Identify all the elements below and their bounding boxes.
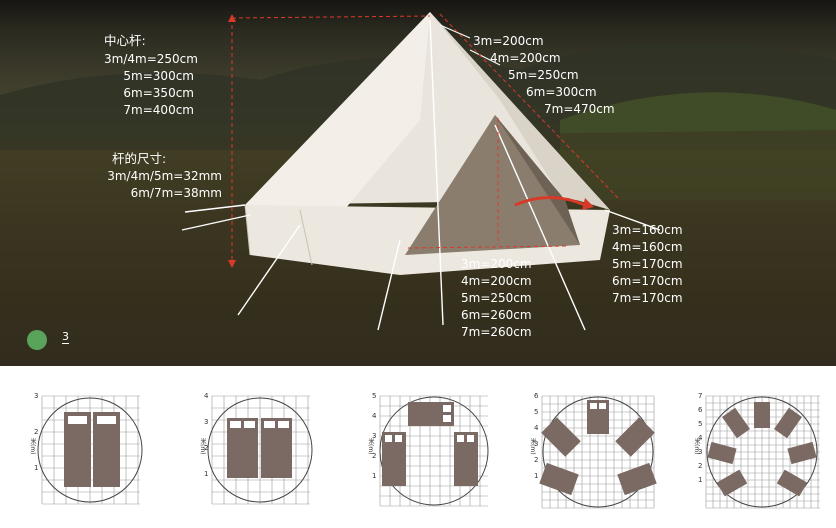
top-radius-3: 5m=250cm: [508, 68, 579, 82]
door-height-4: 6m=260cm: [461, 308, 532, 322]
pole-size-title: 杆的尺寸:: [112, 151, 167, 166]
floor-plan-7m: 7 6 5 4 3 2 1 米(m): [693, 390, 824, 510]
wall-height-3: 5m=170cm: [612, 257, 683, 271]
axis-unit: 米(m): [367, 438, 374, 455]
door-height-1: 3m=200cm: [461, 257, 532, 271]
axis-tick: 6: [698, 406, 703, 414]
wall-height-1: 3m=160cm: [612, 223, 683, 237]
axis-tick: 3: [204, 418, 209, 426]
floor-plan-4m: 4 3 2 1 米(m): [199, 390, 330, 510]
floor-plan-5m: 5 4 3 2 1 米(m): [367, 390, 498, 510]
axis-tick: 4: [534, 424, 539, 432]
axis-tick: 3: [372, 432, 377, 440]
top-radius-2: 4m=200cm: [490, 51, 561, 65]
center-pole-size-2: 5m=300cm: [123, 69, 194, 83]
pole-diameter-1: 3m/4m/5m=32mm: [107, 169, 222, 183]
floor-plans: 3 2 1 米(m) 4 3 2 1 米(m): [0, 370, 836, 528]
axis-tick: 3: [698, 448, 703, 456]
wall-height-4: 6m=170cm: [612, 274, 683, 288]
axis-tick: 3: [534, 440, 539, 448]
page-number: 3: [62, 330, 69, 344]
axis-tick: 1: [34, 464, 39, 472]
center-pole-size-4: 7m=400cm: [123, 103, 194, 117]
axis-unit: 米(m): [529, 438, 536, 455]
axis-unit: 米(m): [29, 438, 36, 455]
axis-tick: 2: [34, 428, 39, 436]
top-radius-5: 7m=470cm: [544, 102, 615, 116]
axis-unit: 米(m): [199, 438, 206, 455]
tent-illustration: [0, 12, 836, 366]
center-pole-size-3: 6m=350cm: [123, 86, 194, 100]
axis-tick: 2: [204, 444, 209, 452]
top-radius-1: 3m=200cm: [473, 34, 544, 48]
axis-tick: 5: [372, 392, 377, 400]
wall-height-5: 7m=170cm: [612, 291, 683, 305]
top-radius-4: 6m=300cm: [526, 85, 597, 99]
wall-height-2: 4m=160cm: [612, 240, 683, 254]
axis-tick: 4: [372, 412, 377, 420]
axis-tick: 1: [372, 472, 377, 480]
hero-photo: 中心杆: 3m/4m=250cm 5m=300cm 6m=350cm 7m=40…: [0, 0, 836, 366]
pole-diameter-2: 6m/7m=38mm: [130, 186, 222, 200]
door-height-3: 5m=250cm: [461, 291, 532, 305]
center-pole-title: 中心杆:: [104, 33, 146, 48]
axis-tick: 7: [698, 392, 703, 400]
axis-tick: 2: [372, 452, 377, 460]
floor-plan-3m: 3 2 1 米(m): [29, 390, 160, 510]
axis-tick: 2: [698, 462, 703, 470]
axis-tick: 4: [698, 434, 703, 442]
brand-logo-icon: [27, 330, 47, 350]
axis-tick: 1: [204, 470, 209, 478]
door-height-5: 7m=260cm: [461, 325, 532, 339]
axis-tick: 6: [534, 392, 539, 400]
axis-tick: 1: [534, 472, 539, 480]
center-pole-size-1: 3m/4m=250cm: [104, 52, 198, 66]
axis-tick: 5: [534, 408, 539, 416]
axis-tick: 1: [698, 476, 703, 484]
axis-tick: 5: [698, 420, 703, 428]
axis-unit: 米(m): [693, 438, 700, 455]
axis-tick: 3: [34, 392, 39, 400]
axis-tick: 4: [204, 392, 209, 400]
axis-tick: 2: [534, 456, 539, 464]
floor-plan-6m: 6 5 4 3 2 1 米(m): [529, 390, 660, 510]
door-height-2: 4m=200cm: [461, 274, 532, 288]
